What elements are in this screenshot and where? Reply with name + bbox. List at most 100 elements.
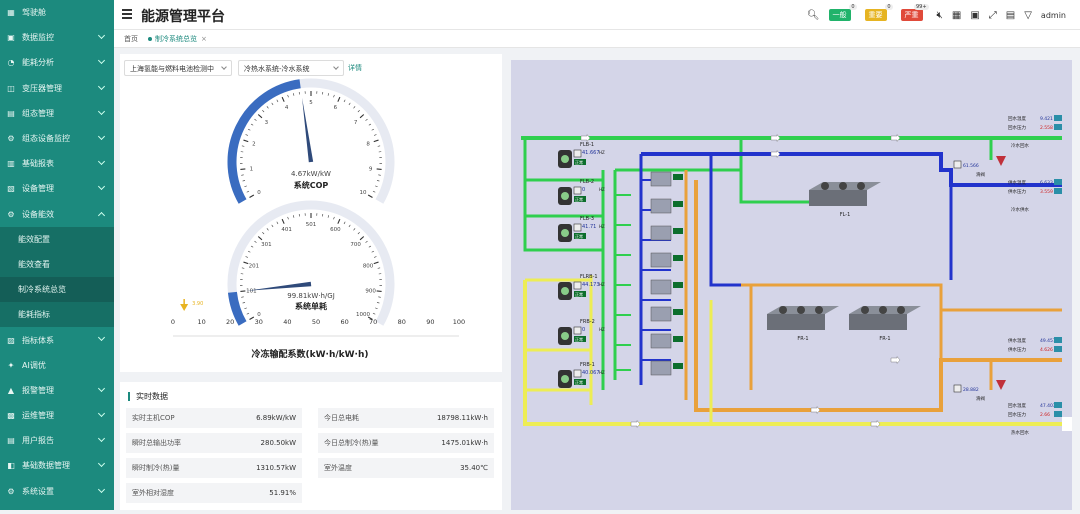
cooling-tower-icon[interactable] xyxy=(651,334,671,348)
search-icon[interactable]: 🔍︎ xyxy=(807,10,820,21)
unit-fl1[interactable] xyxy=(809,190,867,206)
fan-icon xyxy=(839,182,847,190)
unit-gauge-tick xyxy=(250,317,254,320)
unit-gauge-tick xyxy=(375,308,377,309)
config-icon: ▤ xyxy=(6,108,16,118)
scale-tick-label: 50 xyxy=(312,318,320,326)
scale-tick-label: 0 xyxy=(171,318,175,326)
grid-icon[interactable]: ▦ xyxy=(952,10,961,21)
unit-gauge-tick xyxy=(248,251,250,252)
menu-toggle-icon[interactable] xyxy=(122,9,132,19)
pump-label: FLRB-1 xyxy=(580,274,598,280)
sidebar-item[interactable]: ▥基础报表 xyxy=(0,151,114,176)
valve-icon[interactable] xyxy=(996,156,1006,166)
sidebar-subitem[interactable]: 能耗指标 xyxy=(0,302,114,327)
unit-gauge-tick-label: 201 xyxy=(249,263,260,269)
pipe-label: 冷水回水 xyxy=(1011,142,1029,149)
cop-gauge-tick xyxy=(248,129,250,130)
sidebar-item[interactable]: ▤组态管理 xyxy=(0,101,114,126)
pump-status-text: 正常 xyxy=(575,291,583,297)
tab-home[interactable]: 首页 xyxy=(124,34,138,44)
chevron-down-icon xyxy=(98,158,105,165)
pump-label: FRB-2 xyxy=(580,319,595,325)
sidebar-item[interactable]: ⚙组态设备监控 xyxy=(0,126,114,151)
unit-gauge-tick-label: 301 xyxy=(261,242,272,248)
reading-value: 9.421 xyxy=(1040,116,1053,122)
sidebar-item[interactable]: ▦驾驶舱 xyxy=(0,0,114,25)
tab-current[interactable]: 制冷系统总览× xyxy=(148,34,207,44)
mute-icon[interactable]: 🔇︎ xyxy=(937,10,943,21)
cooling-tower-icon[interactable] xyxy=(651,253,671,267)
sidebar-item[interactable]: ◧基础数据管理 xyxy=(0,453,114,478)
sidebar-item[interactable]: ◫变压器管理 xyxy=(0,76,114,101)
valve-icon[interactable] xyxy=(996,380,1006,390)
cooling-tower-icon[interactable] xyxy=(651,307,671,321)
cop-gauge-tick-label: 8 xyxy=(366,141,370,147)
cooling-tower-icon[interactable] xyxy=(651,172,671,186)
scale-tick-label: 10 xyxy=(197,318,205,326)
user-name[interactable]: admin xyxy=(1041,11,1066,20)
unit-gauge-tick xyxy=(328,215,329,217)
shirt-icon[interactable]: ▽ xyxy=(1024,10,1032,21)
sidebar-item[interactable]: ▧设备管理 xyxy=(0,176,114,201)
unit-gauge-needle xyxy=(246,282,311,291)
cop-gauge-tick xyxy=(328,93,329,95)
lang-icon[interactable]: ▤ xyxy=(1006,10,1015,21)
pump-rotor-icon xyxy=(561,192,569,200)
unit-value-text: 99.81kW·h/GJ xyxy=(261,292,361,300)
cold-supply-pipe xyxy=(711,154,741,285)
cop-gauge-tick xyxy=(258,114,262,117)
unit-gauge-tick xyxy=(258,236,262,239)
cop-gauge-tick xyxy=(267,106,269,108)
flow-arrow-icon xyxy=(871,421,880,428)
fullscreen-icon[interactable]: ⤢ xyxy=(989,10,997,21)
unit-gauge-tick-label: 501 xyxy=(306,222,317,228)
scale-title: 冷冻输配系数(kW·h/kW·h) xyxy=(230,347,390,360)
sidebar-item-label: 变压器管理 xyxy=(22,83,62,94)
sidebar-subitem[interactable]: 能效查看 xyxy=(0,252,114,277)
realtime-value: 51.91% xyxy=(269,489,296,497)
cooling-tower-icon[interactable] xyxy=(651,361,671,375)
unit-fr2[interactable] xyxy=(849,314,907,330)
sidebar-subitem[interactable]: 制冷系统总览 xyxy=(0,277,114,302)
unit-gauge-tick xyxy=(358,232,360,234)
chevron-down-icon xyxy=(98,435,105,442)
chevron-down-icon xyxy=(98,385,105,392)
unit-gauge-tick-label: 700 xyxy=(350,242,361,248)
sidebar-item[interactable]: ⚙设备能效 xyxy=(0,202,114,227)
cop-gauge-tick xyxy=(360,114,364,117)
flow-arrow-icon xyxy=(771,151,780,158)
unit-fl1-label: FL-1 xyxy=(840,212,851,218)
cop-gauge-tick xyxy=(251,124,253,125)
cooling-tower-icon[interactable] xyxy=(651,199,671,213)
pump-frequency: 41.667 xyxy=(582,150,600,156)
cooling-tower-icon[interactable] xyxy=(651,280,671,294)
sidebar-item[interactable]: ▨指标体系 xyxy=(0,327,114,352)
sidebar-subitem[interactable]: 能效配置 xyxy=(0,227,114,252)
sidebar-item[interactable]: ▤用户报告 xyxy=(0,428,114,453)
sidebar-item-label: 运维管理 xyxy=(22,410,54,421)
reading-icon xyxy=(1054,124,1062,130)
scale-tick-label: 100 xyxy=(453,318,465,326)
cooling-tower-icon[interactable] xyxy=(651,226,671,240)
cop-gauge-tick xyxy=(272,103,273,105)
sidebar-item[interactable]: ⚙系统设置 xyxy=(0,479,114,504)
unit-fr1[interactable] xyxy=(767,314,825,330)
close-icon[interactable]: × xyxy=(201,35,207,43)
sidebar-item[interactable]: ✦AI调优 xyxy=(0,353,114,378)
unit-gauge-tick-label: 401 xyxy=(281,227,292,233)
sidebar-item[interactable]: ▩运维管理 xyxy=(0,403,114,428)
valve-bot-label: 滑阀 xyxy=(976,395,985,402)
sidebar-item[interactable]: ▣数据监控 xyxy=(0,25,114,50)
settings-handle-icon[interactable] xyxy=(1062,417,1072,431)
image-icon[interactable]: ▣ xyxy=(970,10,979,21)
cop-gauge-tick xyxy=(254,119,256,121)
sidebar-item[interactable]: ▲报警管理 xyxy=(0,378,114,403)
sidebar-item[interactable]: ◔能耗分析 xyxy=(0,50,114,75)
